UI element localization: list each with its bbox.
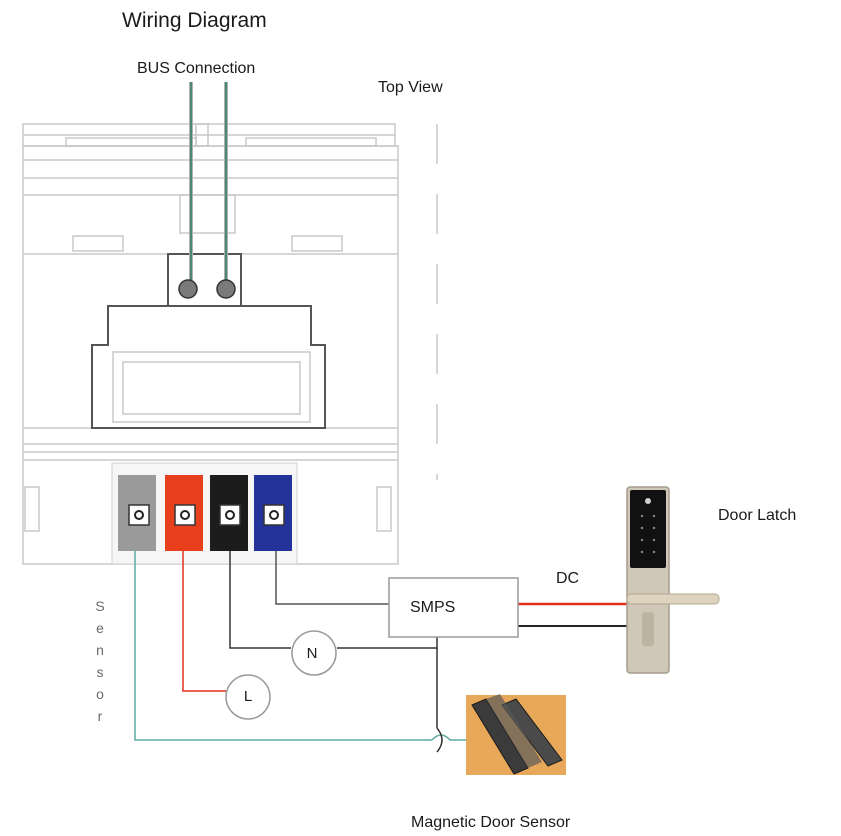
live-circle [225, 674, 271, 720]
diagram-title: Wiring Diagram [122, 9, 267, 32]
bus-connection-label: BUS Connection [137, 60, 256, 77]
neutral-circle [291, 630, 337, 676]
top-view-label: Top View [378, 79, 443, 96]
smps-label: SMPS [410, 599, 456, 616]
live-wire [182, 551, 226, 692]
device-body [22, 123, 438, 565]
neutral-to-smps [337, 637, 438, 649]
sensor-wire [134, 551, 432, 741]
sensor-letter: s [96, 664, 104, 680]
sensor-letter: n [96, 642, 104, 658]
smps-box [388, 577, 519, 638]
sensor-letter: e [96, 620, 104, 636]
magnetic-sensor-icon [466, 694, 566, 775]
sensor-letter: r [97, 708, 103, 724]
terminal-housing [91, 253, 326, 429]
sensor-vertical-label: S e n s o r [90, 595, 110, 727]
magnetic-door-sensor-label: Magnetic Door Sensor [411, 814, 571, 831]
sensor-letter: o [96, 686, 104, 702]
door-latch-icon [626, 486, 720, 674]
live-label: L [243, 688, 253, 705]
sensor-letter: S [95, 598, 105, 614]
terminal-block [111, 462, 298, 565]
bus-terminal-1 [178, 279, 198, 299]
neutral-wire [229, 551, 291, 649]
supply-wire [275, 551, 389, 605]
bus-terminal-2 [216, 279, 236, 299]
bus-wires [189, 82, 228, 289]
dc-label: DC [556, 570, 580, 587]
neutral-label: N [306, 645, 318, 662]
door-latch-label: Door Latch [718, 507, 797, 524]
sensor-wire-hop [431, 734, 472, 741]
